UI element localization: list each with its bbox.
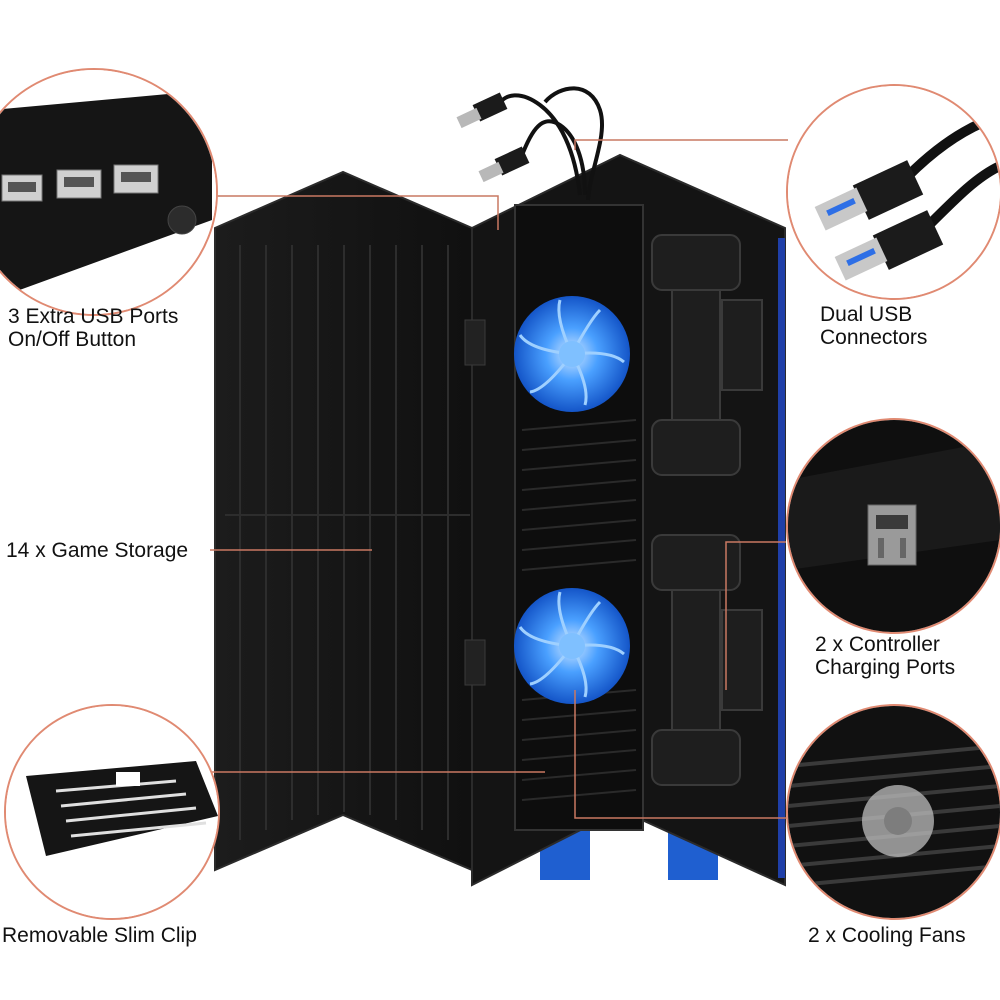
dual-usb-label-line1: Dual USB bbox=[820, 303, 913, 326]
slim-clip-label: Removable Slim Clip bbox=[2, 924, 197, 947]
upper-cradle bbox=[651, 234, 763, 476]
usb-plug-bottom bbox=[478, 146, 530, 183]
usb-ports-label-line1: 3 Extra USB Ports bbox=[8, 305, 179, 328]
lower-hinge bbox=[464, 639, 486, 686]
top-fan bbox=[514, 296, 630, 412]
charging-label-line1: 2 x Controller bbox=[815, 633, 940, 656]
callout-lines bbox=[210, 139, 788, 819]
vent-slats bbox=[521, 419, 637, 801]
slim-clip-detail-circle bbox=[4, 704, 220, 920]
storage-ribs bbox=[225, 245, 470, 840]
usb-ports-label-line2: On/Off Button bbox=[8, 328, 137, 351]
dual-usb-label-line2: Connectors bbox=[820, 326, 928, 349]
game-storage-label: 14 x Game Storage bbox=[6, 539, 189, 562]
slim-clip-icon bbox=[6, 706, 218, 918]
usb-hub-icon bbox=[0, 70, 216, 314]
bottom-fan bbox=[514, 588, 630, 704]
micro-usb-icon bbox=[788, 420, 1000, 632]
charging-label-line2: Charging Ports bbox=[815, 656, 956, 679]
usb-ports-detail-circle bbox=[0, 68, 218, 316]
cooling-fans-label: 2 x Cooling Fans bbox=[808, 924, 966, 947]
upper-hinge bbox=[464, 319, 486, 366]
lower-cradle bbox=[651, 534, 763, 786]
fan-grille-icon bbox=[788, 706, 1000, 918]
cooling-fan-detail-circle bbox=[786, 704, 1000, 920]
usb-cables bbox=[498, 86, 605, 201]
usb-connectors-icon bbox=[788, 86, 1000, 298]
charging-port-detail-circle bbox=[786, 418, 1000, 634]
usb-plug-top bbox=[456, 92, 508, 129]
dual-usb-detail-circle bbox=[786, 84, 1000, 300]
blue-edge bbox=[778, 238, 785, 878]
